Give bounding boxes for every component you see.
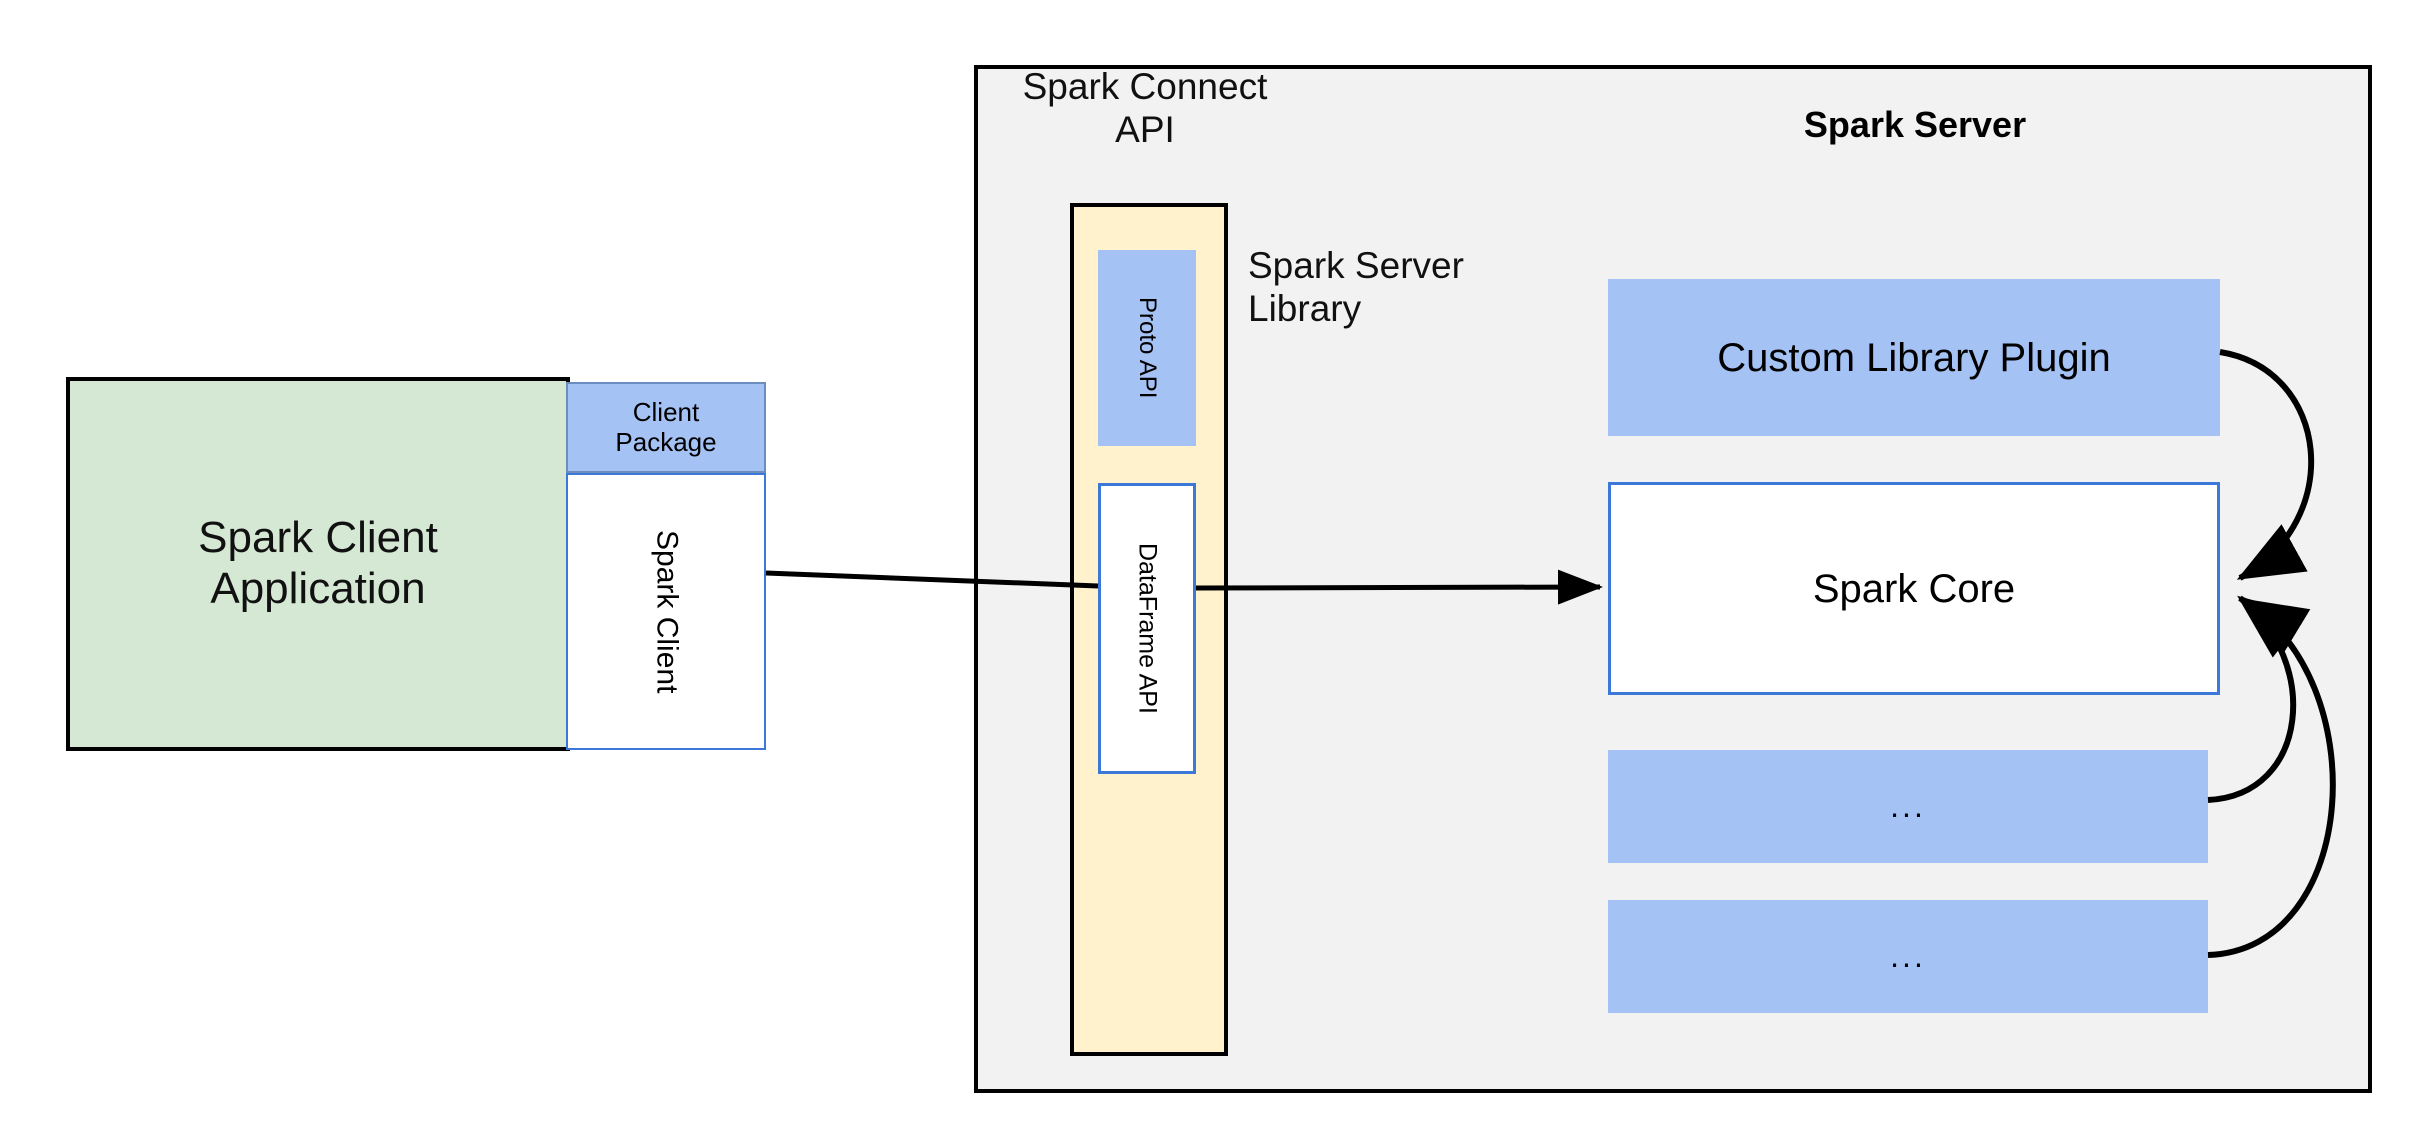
spark-server-library-title-label: Spark Server Library xyxy=(1248,245,1464,329)
spark-core-box[interactable]: Spark Core xyxy=(1608,482,2220,695)
spark-core-label: Spark Core xyxy=(1812,566,2016,611)
spark-client-label: Spark Client xyxy=(650,529,684,694)
custom-library-plugin-label: Custom Library Plugin xyxy=(1717,335,2111,380)
ellipsis-box-2-label: ... xyxy=(1890,938,1926,975)
ellipsis-box-2[interactable]: ... xyxy=(1608,900,2208,1013)
proto-api-box[interactable]: Proto API xyxy=(1098,250,1196,446)
spark-client-box[interactable]: Spark Client xyxy=(566,473,766,750)
dataframe-api-label: DataFrame API xyxy=(1133,543,1162,714)
spark-server-library-title: Spark Server Library xyxy=(1248,245,1568,335)
dataframe-api-box[interactable]: DataFrame API xyxy=(1098,483,1196,774)
spark-server-title: Spark Server xyxy=(1675,100,2155,150)
proto-api-label: Proto API xyxy=(1133,297,1161,399)
spark-client-application-box[interactable]: Spark Client Application xyxy=(66,377,570,751)
spark-connect-api-title-label: Spark Connect API xyxy=(1022,66,1268,150)
spark-connect-api-title: Spark Connect API xyxy=(1000,66,1290,156)
spark-client-application-label: Spark Client Application xyxy=(198,513,438,613)
custom-library-plugin-box[interactable]: Custom Library Plugin xyxy=(1608,279,2220,436)
ellipsis-box-1-label: ... xyxy=(1890,788,1926,825)
ellipsis-box-1[interactable]: ... xyxy=(1608,750,2208,863)
client-package-box[interactable]: Client Package xyxy=(566,382,766,473)
spark-server-title-label: Spark Server xyxy=(1803,104,2027,146)
client-package-label: Client Package xyxy=(615,396,717,457)
